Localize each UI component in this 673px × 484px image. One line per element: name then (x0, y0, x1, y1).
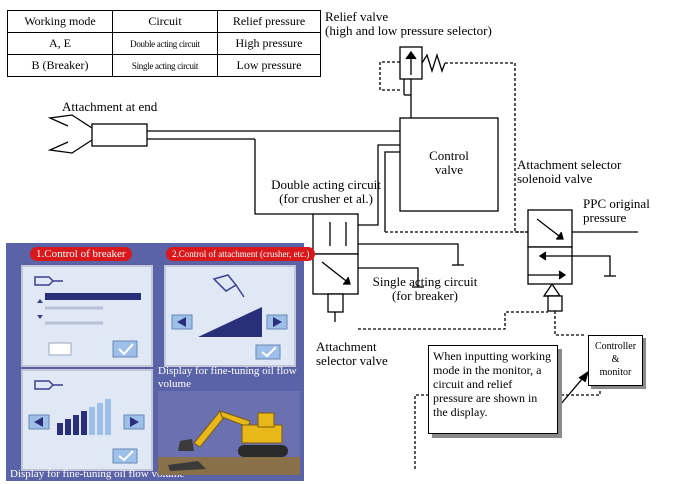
left-arrow-icon (177, 317, 186, 327)
crusher-tool-icon (212, 274, 245, 298)
controller-ampersand: & (611, 354, 620, 365)
fine-tuning-screen (21, 369, 153, 471)
attachment-claw-icon (47, 114, 148, 154)
scroll-up-icon (37, 299, 43, 303)
control-valve-sublabel: valve (434, 162, 464, 177)
attachment-selector-valve-icon (312, 213, 359, 322)
monitor-display-panel: 1.Control of breaker 2.Control of attach… (6, 243, 316, 481)
check-icon (118, 450, 134, 462)
solenoid-valve-label: Attachment selector (517, 157, 622, 172)
check-icon (118, 343, 134, 356)
breaker-tool-icon (34, 380, 63, 390)
tab-control-of-attachment: 2.Control of attachment (crusher, etc.) (166, 247, 316, 261)
control-valve-box (399, 117, 499, 212)
attachment-selector-valve-sublabel: selector valve (316, 353, 388, 368)
relief-valve-label: Relief valve (325, 9, 389, 24)
double-acting-circuit-sublabel: (for crusher et al.) (279, 191, 373, 206)
excavator-icon (158, 391, 300, 475)
fine-tuning-caption-bottom: Display for fine-tuning oil flow volume (10, 468, 185, 480)
table-cell: Single acting circuit (112, 54, 218, 77)
working-mode-table: Working mode Circuit Relief pressure A, … (7, 10, 321, 77)
left-arrow-icon (34, 417, 43, 427)
attachment-control-screen (164, 265, 296, 367)
attachment-screen-graphic (171, 274, 288, 360)
tab-control-of-breaker: 1.Control of breaker (30, 247, 132, 261)
flow-level-bars (198, 307, 262, 337)
relief-valve-sublabel: (high and low pressure selector) (325, 23, 492, 38)
breaker-screen-graphic (34, 276, 141, 358)
fine-tuning-caption-right: Display for fine-tuning oil flow volume (158, 365, 297, 390)
control-valve-label: Control (429, 148, 469, 163)
relief-valve-icon (399, 46, 446, 118)
breaker-tool-icon (34, 276, 63, 286)
right-arrow-icon (273, 317, 282, 327)
solenoid-valve-sublabel: solenoid valve (517, 171, 593, 186)
confirm-button (112, 340, 138, 358)
flow-level-bars (57, 399, 111, 435)
confirm-button (255, 344, 281, 360)
confirm-button (112, 448, 138, 464)
selected-flow-bar (45, 293, 141, 300)
solenoid-valve-icon (527, 209, 573, 312)
controller-monitor-box: Controller & monitor (588, 335, 643, 386)
check-icon (261, 346, 277, 358)
single-acting-circuit-label: Single acting circuit (372, 274, 478, 289)
monitor-label: monitor (599, 367, 632, 378)
controller-label: Controller (594, 341, 637, 352)
single-acting-circuit-sublabel: (for breaker) (391, 288, 459, 303)
ppc-pressure-label: PPC original (583, 196, 650, 211)
breaker-control-screen (21, 265, 153, 367)
attachment-at-end-label: Attachment at end (62, 99, 158, 114)
scroll-down-icon (37, 315, 43, 319)
mode-input-note: When inputting working mode in the monit… (428, 345, 558, 434)
table-cell: Low pressure (217, 54, 321, 77)
fine-tuning-screen-graphic (28, 380, 145, 464)
table-row: B (Breaker) Single acting circuit Low pr… (7, 54, 321, 77)
table-cell: B (Breaker) (7, 54, 113, 77)
ppc-pressure-sublabel: pressure (583, 210, 627, 225)
double-acting-circuit-label: Double acting circuit (271, 177, 381, 192)
number-field (48, 342, 72, 356)
right-arrow-icon (130, 417, 139, 427)
attachment-selector-valve-label: Attachment (316, 339, 377, 354)
